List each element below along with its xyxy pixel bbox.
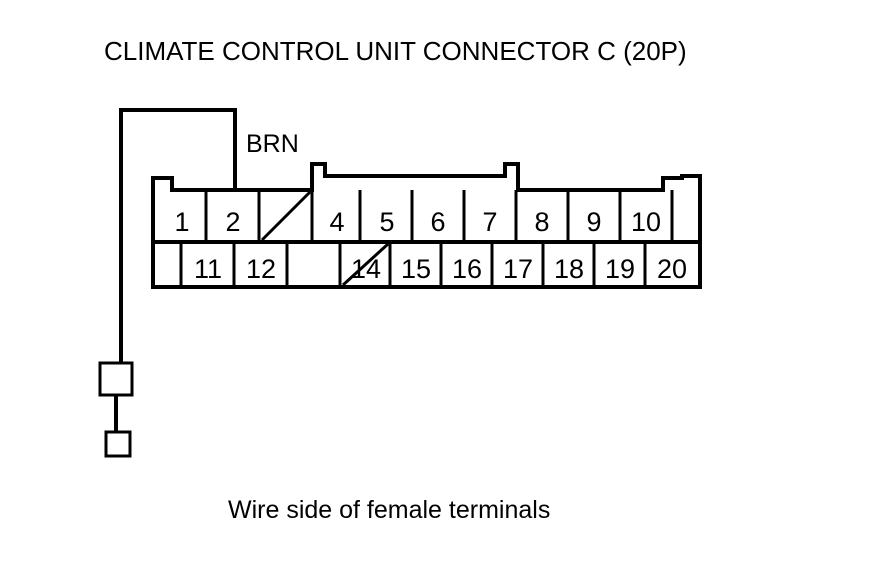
pin-label-18: 18 [554,254,584,284]
pin-label-6: 6 [430,207,445,237]
wire-brn-label: BRN [246,130,299,158]
pin-label-17: 17 [503,254,533,284]
pin-label-9: 9 [586,207,601,237]
page-title: CLIMATE CONTROL UNIT CONNECTOR C (20P) [104,36,687,66]
bottom-row-pin-numbers: 11 12 14 15 16 17 18 19 20 [194,254,687,284]
pin-label-20: 20 [657,254,687,284]
pin-label-4: 4 [329,207,344,237]
terminal-lower-rect [104,430,132,458]
pin-label-1: 1 [174,207,189,237]
top-row-dividers [204,190,674,242]
terminal-upper-rect [98,361,134,397]
bottom-row-dividers [179,242,647,287]
pin-label-7: 7 [482,207,497,237]
wire-brn-path [119,108,237,363]
pin-label-11: 11 [194,254,222,284]
wire-brn: BRN [119,108,299,363]
pin-label-8: 8 [534,207,549,237]
top-row-pin-numbers: 1 2 4 5 6 7 8 9 10 [174,207,661,237]
pin-label-10: 10 [631,207,661,237]
connector-shell-outline [151,162,702,289]
pin-label-14: 14 [351,254,381,284]
blank-slash-pin-13 [341,242,390,287]
pin-label-15: 15 [401,254,431,284]
pin-label-12: 12 [246,254,276,284]
pin-label-19: 19 [605,254,635,284]
terminal-symbol-brn [98,361,134,458]
blank-slash-pin-3 [260,190,312,242]
pin-label-16: 16 [452,254,482,284]
pin-label-5: 5 [379,207,394,237]
pin-label-2: 2 [225,207,240,237]
figure-caption: Wire side of female terminals [228,496,550,524]
